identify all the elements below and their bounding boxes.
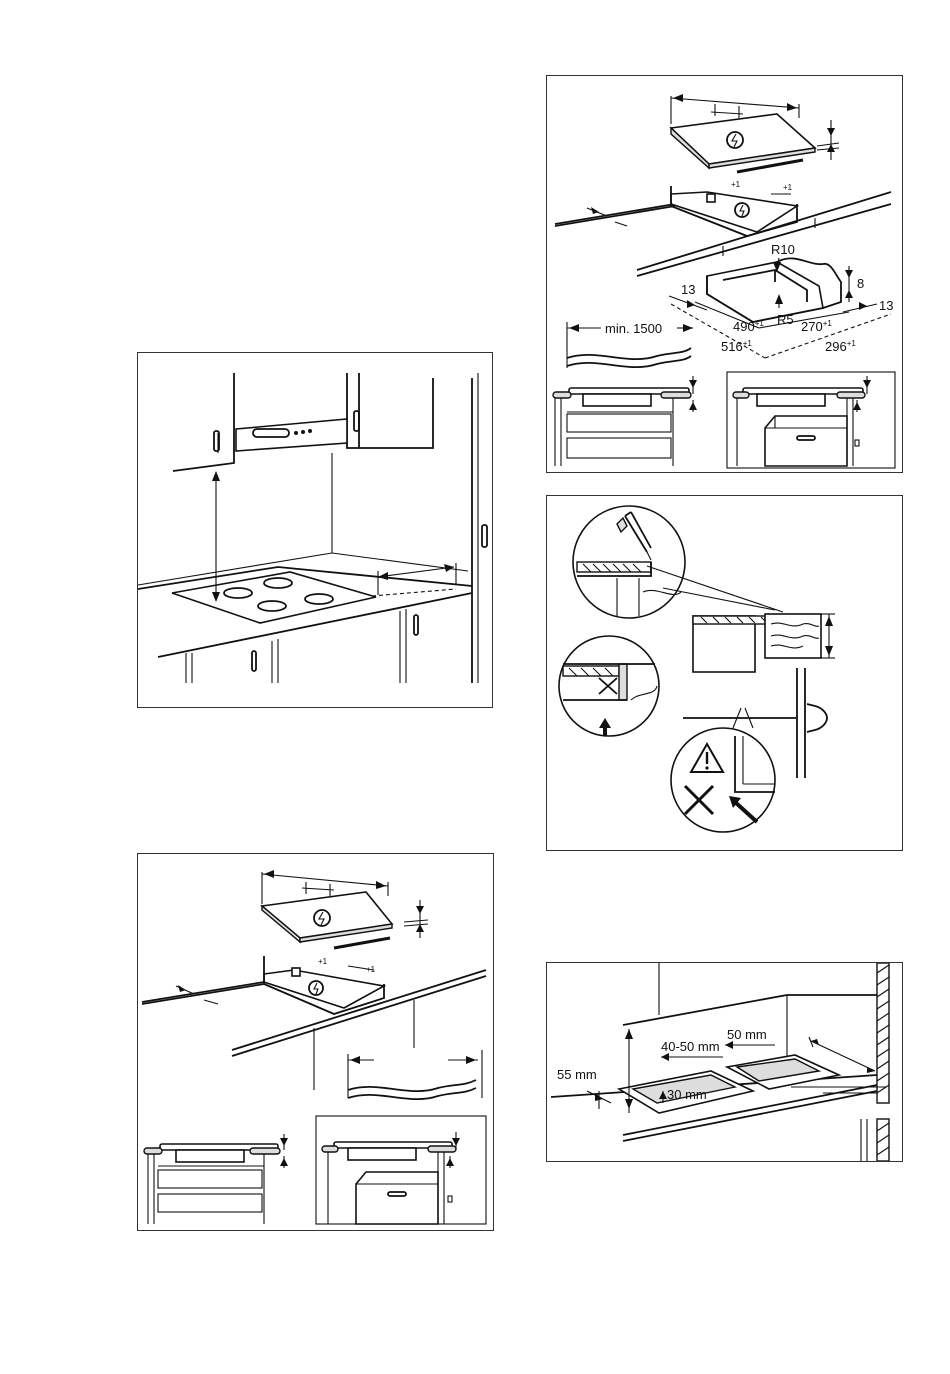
distance-50mm-label: 50 mm — [727, 1027, 767, 1042]
worktop-section — [765, 614, 821, 658]
panel-cutout-dimensions: +1 +1 R10 R5 8 13 13 — [546, 75, 903, 473]
kitchen-illustration — [138, 353, 492, 707]
cable-length-label: min. 1500 — [605, 321, 662, 336]
distance-40-50mm-label: 40-50 mm — [661, 1039, 720, 1054]
sealing-warning-diagram — [547, 496, 902, 850]
panel-kitchen-installation — [137, 352, 493, 708]
tolerance-label: +1 — [783, 183, 793, 192]
cabinet-handle-right — [354, 411, 359, 431]
dimension-13-left-label: 13 — [681, 282, 695, 297]
ventilation-distance-diagram: 55 mm 40-50 mm 50 mm 30 mm — [547, 963, 902, 1161]
dimension-490-label: 490+1 — [733, 319, 764, 334]
dimension-270-label: 270+1 — [801, 319, 832, 334]
cutout-cable-diagram: +1 +1 — [138, 854, 493, 1230]
radius-r10-label: R10 — [771, 242, 795, 257]
corner-frame — [707, 262, 823, 322]
magnifier-warning — [671, 728, 775, 832]
dimension-296-label: 296+1 — [825, 339, 856, 354]
distance-30mm-label: 30 mm — [667, 1087, 707, 1102]
dimension-8-label: 8 — [857, 276, 864, 291]
cutout-dimension-diagram: +1 +1 R10 R5 8 13 13 — [547, 76, 902, 472]
panel-ventilation-distances: 55 mm 40-50 mm 50 mm 30 mm — [546, 962, 903, 1162]
dimension-516-label: 516+1 — [721, 339, 752, 354]
dimension-13-right-label: 13 — [879, 298, 893, 313]
cabinet-handle-left — [214, 431, 219, 451]
panel-sealing-warning — [546, 495, 903, 851]
panel-cutout-cable: +1 +1 — [137, 853, 494, 1231]
tolerance-label: +1 — [318, 957, 328, 966]
tolerance-label: +1 — [731, 180, 741, 189]
distance-55mm-label: 55 mm — [557, 1067, 597, 1082]
